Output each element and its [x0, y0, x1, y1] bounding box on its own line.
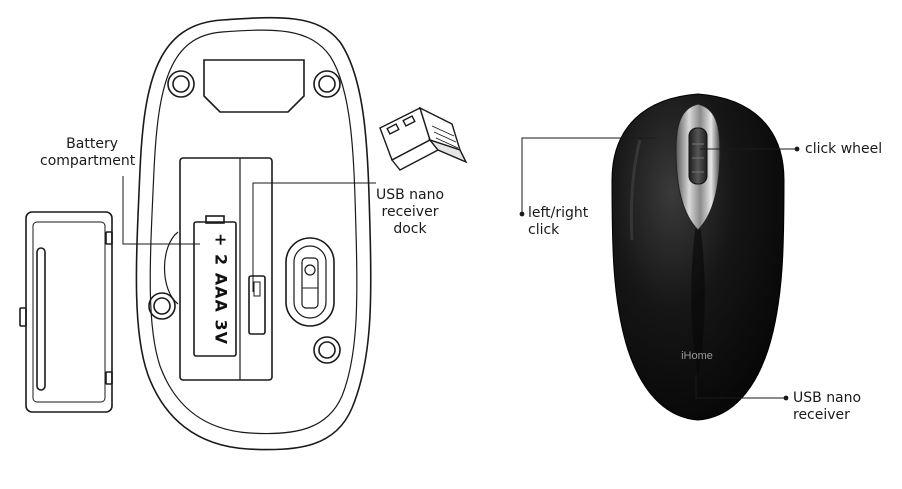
label-usb-nano-receiver-dock: USB nano receiver dock	[360, 187, 460, 238]
callout-lines-left	[122, 176, 376, 292]
usb-nano-receiver-loose	[379, 106, 468, 171]
label-dock-line-3: dock	[393, 221, 427, 237]
brand-logo: iHome	[681, 350, 713, 362]
label-left-right-click: left/right click	[528, 205, 588, 239]
label-usb-nano-receiver: USB nano receiver	[793, 390, 861, 424]
mouse-top-view	[611, 93, 785, 421]
mouse-underside	[135, 16, 372, 451]
label-battery-line-2: compartment	[40, 153, 136, 169]
label-battery-compartment: Battery compartment	[40, 136, 136, 170]
label-click-line-1: left/right	[528, 205, 589, 221]
battery-rating-text: + 2 AAA 3V	[212, 233, 231, 345]
label-click-wheel: click wheel	[805, 141, 883, 157]
label-receiver-line-1: USB nano	[793, 390, 862, 406]
label-battery-line-1: Battery	[66, 136, 118, 152]
callout-dots	[519, 146, 800, 401]
label-click-line-2: click	[528, 222, 560, 238]
label-receiver-line-2: receiver	[793, 407, 850, 423]
label-dock-line-2: receiver	[381, 204, 439, 220]
battery-cover	[19, 211, 113, 413]
callout-lines-right	[521, 137, 795, 399]
label-dock-line-1: USB nano	[375, 187, 445, 203]
